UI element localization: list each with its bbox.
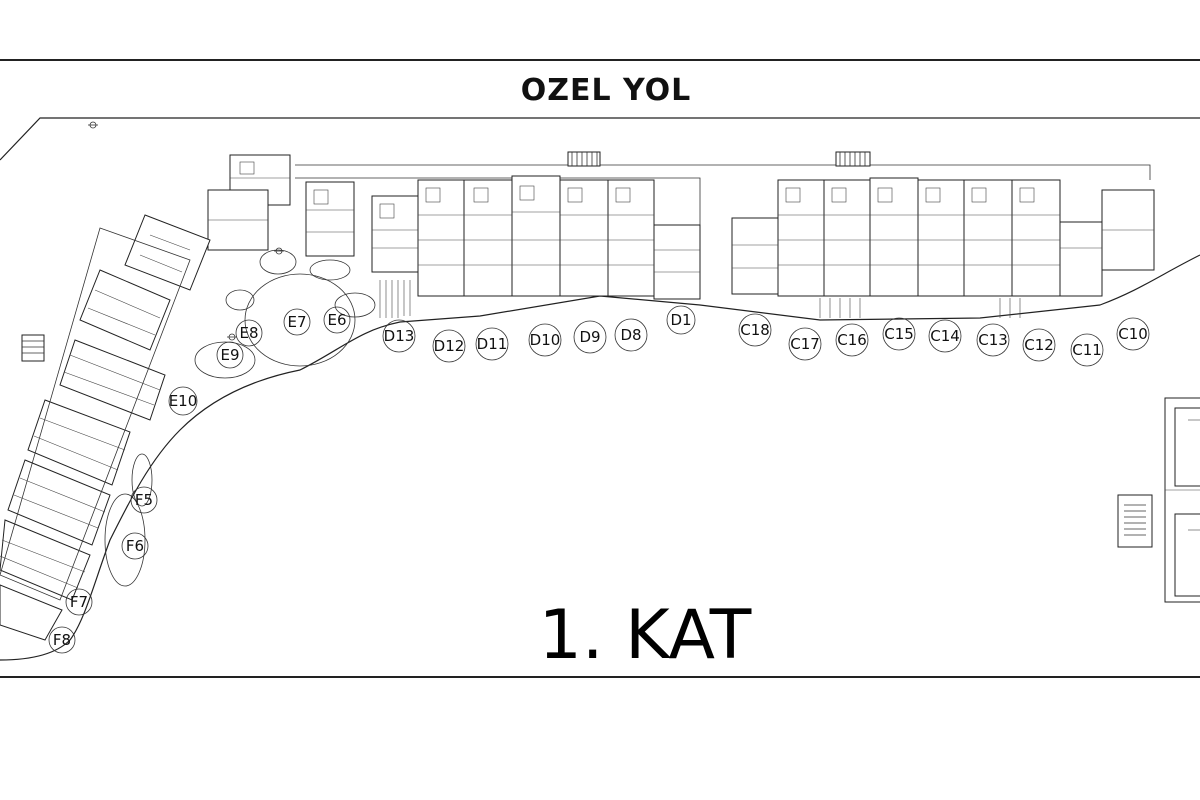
unit-labels-d-row: D13 D12 D11 D10 D9 D8 D1 [382, 305, 696, 363]
stair-block-3 [1117, 494, 1153, 548]
unit-label-d12: D12 [434, 337, 465, 355]
unit-label-d13: D13 [384, 327, 415, 345]
unit-label-d11: D11 [477, 335, 508, 353]
landscape-features [104, 249, 376, 587]
unit-labels-c-row: C18 C17 C16 C15 C14 C13 C12 C11 C10 [738, 313, 1150, 367]
unit-label-c16: C16 [837, 331, 867, 349]
unit-label-c10: C10 [1118, 325, 1148, 343]
unit-label-e8: E8 [239, 324, 258, 342]
unit-labels-f: F5 F6 F7 F8 [48, 486, 158, 654]
unit-label-c12: C12 [1024, 336, 1054, 354]
unit-label-e9: E9 [220, 346, 239, 364]
unit-blocks-diagonal-wing [0, 214, 211, 641]
site-boundary-south [0, 254, 1200, 661]
site-boundary [0, 117, 1200, 161]
unit-blocks-c-row [731, 177, 1155, 318]
survey-markers [88, 121, 284, 341]
unit-label-d1: D1 [670, 311, 691, 329]
unit-label-e7: E7 [287, 313, 306, 331]
unit-blocks-center [207, 154, 355, 257]
unit-label-f7: F7 [70, 593, 88, 611]
unit-label-f6: F6 [126, 537, 144, 555]
unit-label-f5: F5 [135, 491, 153, 509]
road-label: OZEL YOL [521, 73, 692, 108]
unit-label-c14: C14 [930, 327, 960, 345]
unit-label-e10: E10 [169, 392, 198, 410]
unit-label-c17: C17 [790, 335, 820, 353]
unit-label-d10: D10 [530, 331, 561, 349]
stair-block-1 [567, 151, 601, 167]
unit-label-c15: C15 [884, 325, 914, 343]
floor-label: 1. KAT [539, 596, 752, 675]
unit-labels-e: E6 E7 E8 E9 E10 [168, 306, 351, 416]
unit-label-e6: E6 [327, 311, 346, 329]
unit-label-d8: D8 [620, 326, 641, 344]
unit-label-c13: C13 [978, 331, 1008, 349]
stair-block-wing [21, 334, 45, 362]
stair-block-2 [835, 151, 871, 167]
unit-label-c18: C18 [740, 321, 770, 339]
unit-blocks-east [1164, 397, 1200, 603]
unit-label-c11: C11 [1072, 341, 1102, 359]
unit-label-f8: F8 [53, 631, 71, 649]
unit-blocks-d-row [371, 175, 701, 318]
unit-label-d9: D9 [579, 328, 600, 346]
